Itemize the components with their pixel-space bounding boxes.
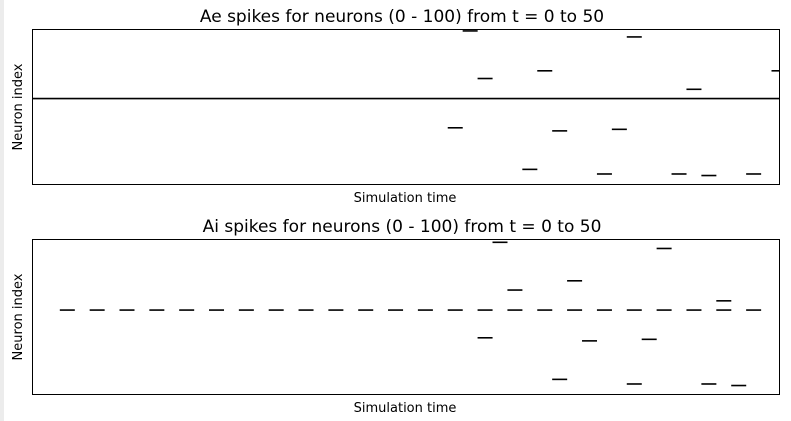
plot-frame — [32, 239, 780, 395]
x-axis-label: Simulation time — [354, 401, 457, 416]
spike-marks — [59, 241, 762, 387]
window-edge-strip — [0, 0, 4, 421]
chart-panel-ae: Ae spikes for neurons (0 - 100) from t =… — [11, 7, 780, 206]
plot-frame — [32, 29, 780, 185]
y-axis-label: Neuron index — [11, 273, 26, 360]
x-axis-label: Simulation time — [354, 191, 457, 206]
chart-title: Ae spikes for neurons (0 - 100) from t =… — [200, 7, 604, 27]
chart-title: Ai spikes for neurons (0 - 100) from t =… — [203, 217, 602, 237]
chart-panel-ai: Ai spikes for neurons (0 - 100) from t =… — [11, 217, 780, 416]
y-axis-label: Neuron index — [11, 63, 26, 150]
spike-marks — [33, 30, 779, 177]
